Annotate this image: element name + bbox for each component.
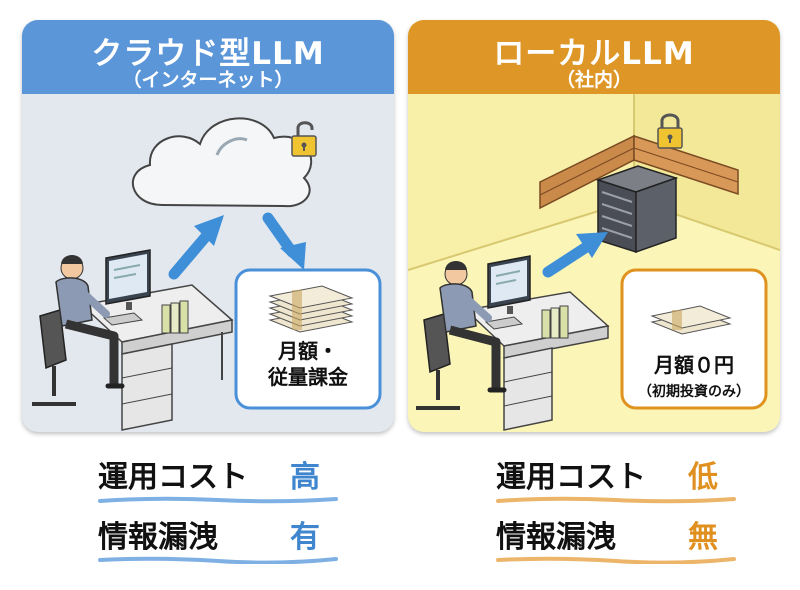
cloud-panel: クラウド型LLM （インターネット）	[22, 20, 394, 432]
cloud-leak-underline	[98, 556, 338, 564]
cloud-cost-underline	[98, 496, 338, 504]
arrow-up-to-cloud	[168, 215, 224, 280]
cloud-icon	[131, 117, 313, 208]
closed-padlock-icon	[657, 113, 683, 149]
cloud-title: クラウド型LLM	[91, 36, 325, 72]
local-leak-underline	[496, 556, 736, 564]
cloud-leak-label: 情報漏洩	[98, 520, 218, 555]
local-leak-label: 情報漏洩	[496, 520, 616, 555]
server-icon	[595, 165, 679, 254]
local-cost-value: 低	[688, 460, 718, 495]
cloud-cost-value: 高	[290, 460, 320, 495]
local-title: ローカルLLM	[493, 36, 695, 72]
local-leak-value: 無	[688, 520, 718, 555]
brick-wall	[539, 134, 739, 210]
local-box-line1: 月額０円	[653, 353, 734, 377]
local-box-line2: （初期投資のみ）	[638, 383, 750, 400]
arrow-down-to-billing	[262, 212, 306, 270]
local-panel: 月額０円 （初期投資のみ） ローカルLLM （社内）	[408, 20, 780, 432]
local-cost-row: 運用コスト 低	[496, 452, 796, 504]
local-cost-label: 運用コスト	[496, 460, 646, 495]
local-leak-row: 情報漏洩 無	[496, 512, 796, 564]
local-subtitle: （社内）	[555, 69, 632, 91]
worker-desk-illustration	[416, 255, 610, 431]
billing-box: 月額・ 従量課金	[234, 268, 382, 410]
cloud-box-line1: 月額・	[277, 339, 338, 363]
cloud-header: クラウド型LLM （インターネット）	[22, 20, 394, 94]
worker-desk-illustration	[32, 249, 234, 431]
cloud-cost-row: 運用コスト 高	[98, 452, 398, 504]
cloud-box-line2: 従量課金	[267, 365, 349, 389]
cloud-cost-label: 運用コスト	[98, 460, 248, 495]
open-padlock-icon	[291, 121, 317, 157]
arrow-to-server	[542, 232, 608, 278]
cloud-leak-row: 情報漏洩 有	[98, 512, 398, 564]
money-bundle-icon	[650, 305, 732, 335]
cloud-subtitle: （インターネット）	[122, 69, 294, 91]
cloud-leak-value: 有	[290, 520, 320, 555]
cost-box: 月額０円 （初期投資のみ）	[620, 268, 768, 410]
local-header: ローカルLLM （社内）	[408, 20, 780, 94]
cloud-scene: 月額・ 従量課金	[32, 117, 382, 431]
local-scene: 月額０円 （初期投資のみ）	[408, 94, 780, 431]
local-cost-underline	[496, 496, 736, 504]
money-stack-icon	[268, 285, 354, 333]
